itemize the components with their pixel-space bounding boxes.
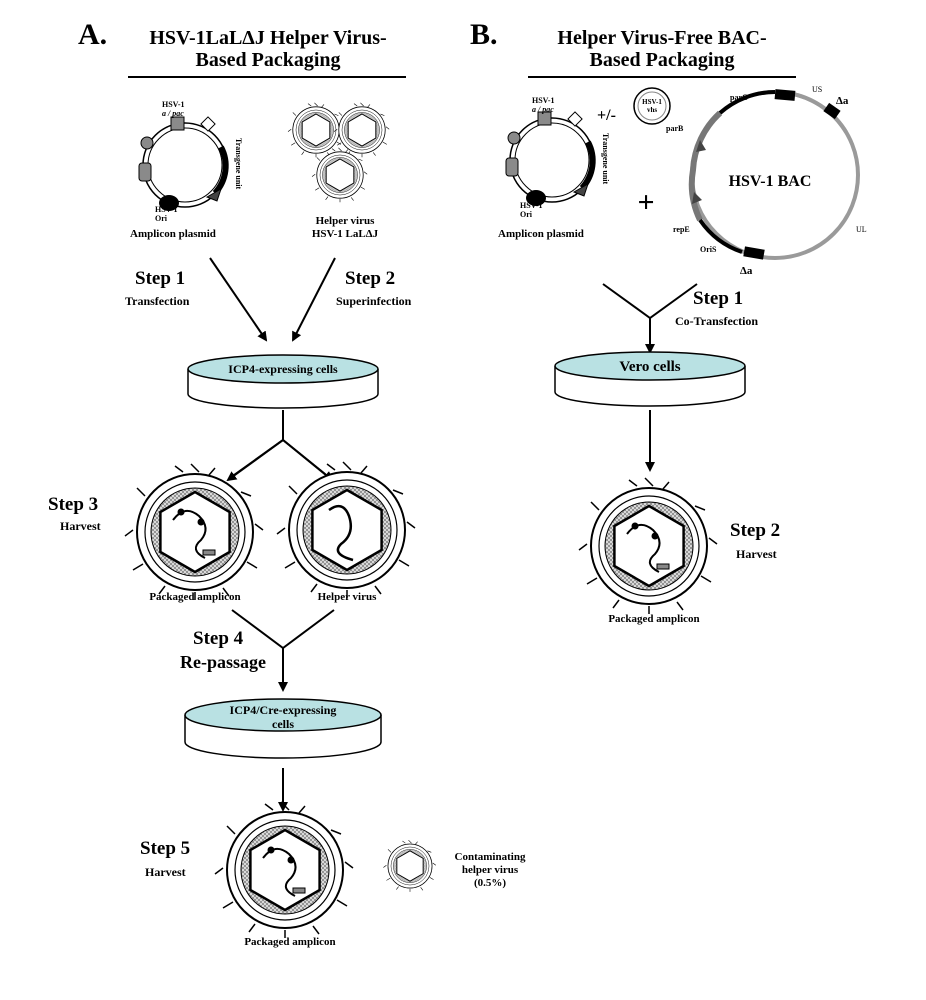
step-3-label: Step 3 — [48, 494, 98, 515]
step-1-a-sub: Transfection — [125, 294, 190, 308]
bac-parc: parC — [730, 93, 748, 102]
bac-delta-a-top: Δa — [836, 95, 849, 107]
bac-repe: repE — [673, 225, 690, 234]
dish-vero: Vero cells — [554, 351, 746, 407]
split-arrow-right — [282, 439, 334, 482]
dish-icp4-cre-line2: cells — [272, 717, 294, 731]
helper-caption-1: Helper virus — [316, 215, 375, 227]
helper-virus-caption: Helper virus — [318, 591, 377, 603]
bac-ul: UL — [856, 225, 867, 234]
amplicon-plasmid-b: HSV-1 a / pac HSV-1 Ori Transgene unit A… — [498, 96, 610, 240]
step-1-b-label: Step 1 — [693, 288, 743, 309]
merge-arrows-b — [602, 283, 698, 320]
step-5-sub: Harvest — [145, 865, 186, 879]
bac-parb: parB — [666, 124, 684, 133]
bac-us: US — [812, 85, 822, 94]
merge-arrows-a — [231, 609, 335, 650]
packaged-amplicon-virion-a — [123, 462, 265, 602]
split-arrow-left — [226, 439, 284, 482]
plus-sign: + — [637, 186, 654, 219]
panel-a-title-line1: HSV-1LaLΔJ Helper Virus- — [149, 27, 386, 49]
arrow-superinfection — [292, 257, 336, 342]
plasmid-b-ori-2: Ori — [520, 210, 533, 219]
packaged-amplicon-caption-b: Packaged amplicon — [608, 613, 699, 625]
arrow-transfection — [209, 257, 268, 342]
plasmid-a-site-top-2: a / pac — [162, 109, 184, 118]
step-2-a-label: Step 2 — [345, 268, 395, 289]
contaminating-caption-1: Contaminating — [455, 851, 526, 863]
plasmid-a-site-top-1: HSV-1 — [162, 100, 185, 109]
plasmid-b-site-top-2: a / pac — [532, 105, 554, 114]
step-5-label: Step 5 — [140, 838, 190, 859]
plasmid-b-ori-1: HSV-1 — [520, 201, 543, 210]
plasmid-a-ori-2: Ori — [155, 214, 168, 223]
plasmid-b-site-top-1: HSV-1 — [532, 96, 555, 105]
contaminating-helper-virion — [382, 839, 437, 893]
helper-virus-virion — [275, 460, 417, 600]
step-2-b-label: Step 2 — [730, 520, 780, 541]
plasmid-a-transgene: Transgene unit — [234, 138, 243, 190]
packaged-amplicon-caption-a: Packaged amplicon — [149, 591, 240, 603]
helper-virus-cluster: Helper virus HSV-1 LaLΔJ — [287, 102, 390, 240]
bac-oris: OriS — [700, 245, 717, 254]
panel-a: A. HSV-1LaLΔJ Helper Virus- Based Packag… — [48, 18, 526, 948]
plasmid-b-caption: Amplicon plasmid — [498, 228, 584, 240]
vhs-label-2: vhs — [647, 106, 657, 114]
dish-vero-label: Vero cells — [619, 359, 680, 375]
plasmid-a-caption: Amplicon plasmid — [130, 228, 216, 240]
panel-a-title-line2: Based Packaging — [195, 49, 340, 71]
step-4-sub: Re-passage — [180, 652, 266, 672]
helper-caption-2: HSV-1 LaLΔJ — [312, 228, 379, 240]
plasmid-a-ori-1: HSV-1 — [155, 205, 178, 214]
final-packaged-amplicon-virion — [213, 800, 355, 940]
step-1-b-sub: Co-Transfection — [675, 314, 758, 328]
step-2-b-sub: Harvest — [736, 547, 777, 561]
hsv-1-bac: HSV-1 BAC parC parB repE OriS Δa Δa US U… — [666, 85, 867, 277]
bac-delta-a-bottom: Δa — [740, 265, 753, 277]
panel-b-title-line1: Helper Virus-Free BAC- — [557, 27, 766, 49]
dish-icp4-cre: ICP4/Cre-expressing cells — [184, 698, 382, 759]
step-2-a-sub: Superinfection — [336, 294, 412, 308]
panel-a-letter: A. — [78, 18, 107, 51]
final-packaged-amplicon-caption: Packaged amplicon — [244, 936, 335, 948]
dish-icp4-label: ICP4-expressing cells — [228, 362, 338, 376]
panel-b-letter: B. — [470, 18, 498, 51]
packaged-amplicon-virion-b — [577, 476, 719, 616]
panel-b-title-line2: Based Packaging — [589, 49, 734, 71]
step-3-sub: Harvest — [60, 519, 101, 533]
plus-minus-sign: +/- — [597, 107, 616, 124]
panel-b: B. Helper Virus-Free BAC- Based Packagin… — [470, 18, 867, 625]
dish-icp4-cre-line1: ICP4/Cre-expressing — [230, 703, 337, 717]
plasmid-b-transgene: Transgene unit — [601, 133, 610, 185]
dish-icp4: ICP4-expressing cells — [187, 354, 379, 409]
step-4-label: Step 4 — [193, 628, 244, 649]
contaminating-caption-3: (0.5%) — [474, 877, 506, 889]
vhs-plasmid: HSV-1 vhs — [633, 87, 671, 125]
contaminating-caption-2: helper virus — [462, 864, 519, 876]
step-1-a-label: Step 1 — [135, 268, 185, 289]
vhs-label-1: HSV-1 — [642, 98, 662, 106]
amplicon-plasmid-a: HSV-1 a / pac HSV-1 Ori Transgene unit A… — [130, 100, 243, 240]
bac-center-label: HSV-1 BAC — [729, 173, 812, 190]
